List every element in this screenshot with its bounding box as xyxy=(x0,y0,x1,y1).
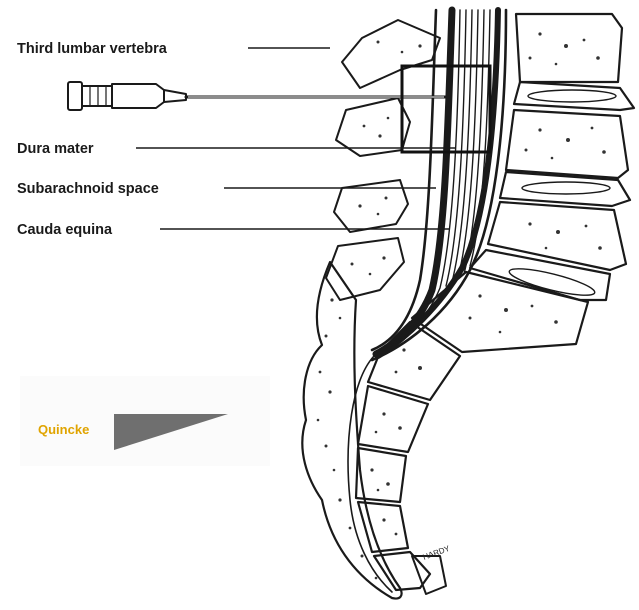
quincke-inset: Quincke xyxy=(20,376,270,466)
label-subarachnoid-space: Subarachnoid space xyxy=(17,181,159,197)
artist-signature: HARDY xyxy=(422,544,452,562)
spinal-needle xyxy=(68,82,446,110)
quincke-label: Quincke xyxy=(38,422,89,437)
label-third-lumbar-vertebra: Third lumbar vertebra xyxy=(17,41,168,57)
label-cauda-equina: Cauda equina xyxy=(17,222,113,238)
label-dura-mater: Dura mater xyxy=(17,141,94,157)
